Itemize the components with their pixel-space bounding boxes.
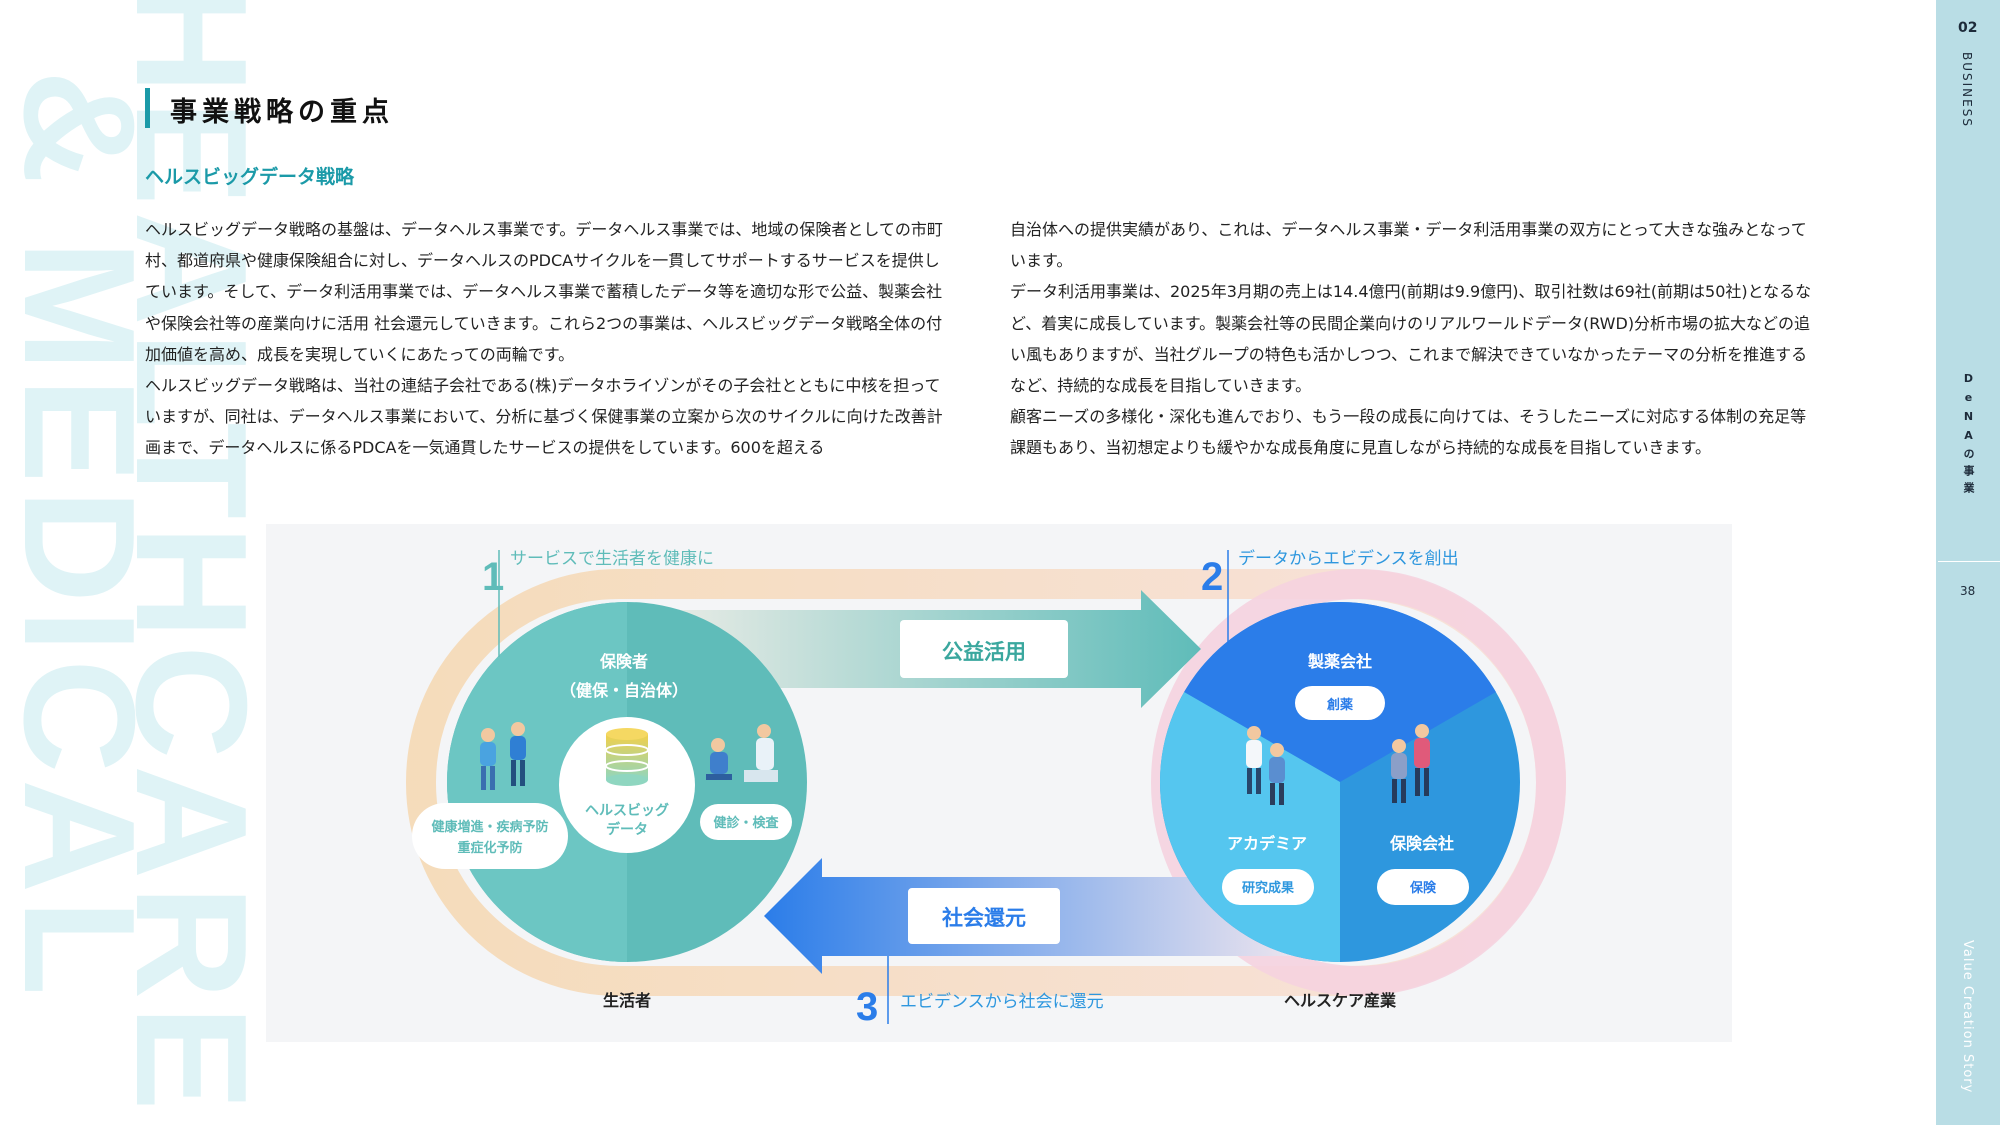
paragraph: ヘルスビッグデータ戦略の基盤は、データヘルス事業です。データヘルス事業では、地域… [145, 220, 943, 364]
insurer-circle-half [447, 602, 627, 962]
pill-insurance [1377, 869, 1469, 905]
body-column-left: ヘルスビッグデータ戦略の基盤は、データヘルス事業です。データヘルス事業では、地域… [145, 214, 945, 464]
pill-insurance-label: 保険 [1409, 880, 1437, 896]
arrow-public-use-pill [900, 620, 1068, 678]
arrow-social-return-pill [908, 888, 1060, 944]
step-1-number: 1 [482, 555, 504, 599]
left-caption: 生活者 [603, 991, 651, 1010]
right-caption: ヘルスケア産業 [1284, 991, 1397, 1010]
arrow-public-use-label: 公益活用 [942, 640, 1026, 664]
page-number: 38 [1960, 584, 1976, 598]
section-subtitle: ヘルスビッグデータ戦略 [145, 166, 355, 188]
pill-health-promotion-line-1: 健康増進・疾病予防 [431, 819, 548, 835]
paragraph: ヘルスビッグデータ戦略は、当社の連結子会社である(株)データホライゾンがその子会… [145, 376, 943, 458]
pill-research [1222, 869, 1314, 905]
chapter-label: DeNAの事業 [1962, 372, 1975, 499]
health-big-data-diagram: 公益活用 社会還元 保険者 （健保・自治体） ヘルスビッグ データ 健康増進・疾… [406, 548, 1566, 1029]
step-3-text: エビデンスから社会に還元 [900, 991, 1104, 1012]
section-number: 02 [1958, 20, 1978, 36]
sidebar-divider [1938, 561, 2000, 562]
pill-research-label: 研究成果 [1242, 880, 1294, 896]
pill-health-promotion [412, 803, 568, 869]
insurance-staff-icon [1391, 724, 1430, 803]
pill-drug-discovery [1295, 686, 1385, 720]
section-name: BUSINESS [1960, 52, 1974, 128]
step-1-text: サービスで生活者を健康に [510, 549, 714, 569]
researchers-icon [1246, 726, 1285, 805]
exercise-people-icon [480, 722, 526, 790]
insurer-subtitle: （健保・自治体） [560, 681, 688, 700]
big-data-label-2: データ [606, 821, 648, 838]
step-3-number: 3 [856, 985, 878, 1029]
page-title: 事業戦略の重点 [170, 97, 394, 128]
heading-accent-bar [145, 88, 150, 128]
pill-checkup-label: 健診・検査 [713, 815, 779, 831]
body-column-right: 自治体への提供実績があり、これは、データヘルス事業・データ利活用事業の双方にとっ… [1010, 214, 1815, 464]
watermark-line-2: & MEDICAL [0, 70, 167, 1002]
pill-checkup [700, 804, 792, 840]
watermark-line-1: HEALTHCARE [103, 0, 279, 1117]
section-sidebar [1936, 0, 2000, 1125]
insurer-title: 保険者 [599, 652, 648, 671]
pharma-title: 製薬会社 [1307, 652, 1372, 671]
paragraph: 顧客ニーズの多様化・深化も進んでおり、もう一段の成長に向けては、そうしたニーズに… [1010, 407, 1807, 458]
pill-health-promotion-line-2: 重症化予防 [457, 840, 522, 856]
arrow-social-return-label: 社会還元 [941, 906, 1026, 930]
story-label: Value Creation Story [1960, 940, 1975, 1094]
pill-drug-discovery-label: 創薬 [1326, 697, 1354, 713]
academia-title: アカデミア [1227, 834, 1307, 853]
step-2-number: 2 [1201, 555, 1223, 599]
step-2-text: データからエビデンスを創出 [1238, 548, 1459, 569]
big-data-label-1: ヘルスビッグ [585, 802, 669, 819]
insurer-company-title: 保険会社 [1389, 834, 1454, 853]
paragraph: データ利活用事業は、2025年3月期の売上は14.4億円(前期は9.9億円)、取… [1010, 282, 1812, 396]
paragraph: 自治体への提供実績があり、これは、データヘルス事業・データ利活用事業の双方にとっ… [1010, 220, 1807, 271]
database-icon [605, 728, 649, 786]
medical-checkup-icon [706, 724, 778, 782]
